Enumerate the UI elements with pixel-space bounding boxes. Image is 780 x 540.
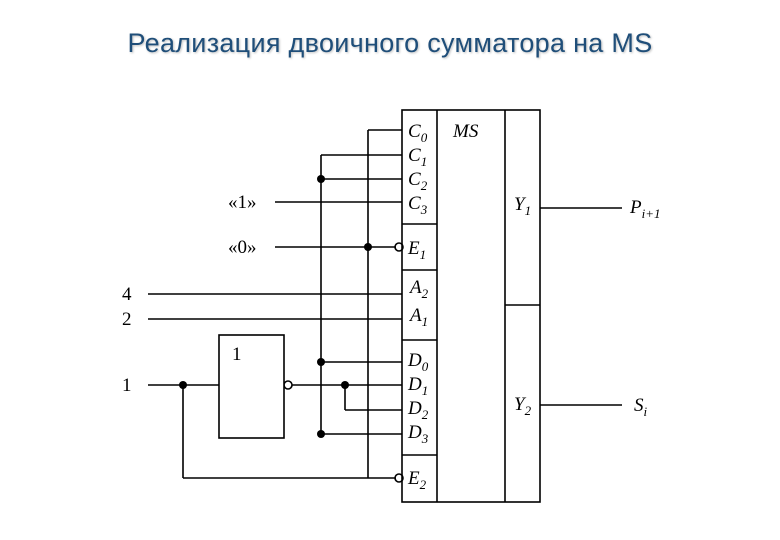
pin-d2: D2: [407, 398, 429, 422]
output-labels: Pi+1 Si: [629, 197, 661, 419]
pin-c2: C2: [408, 169, 428, 193]
input-2-label: 2: [122, 309, 132, 330]
junction-dots: [179, 175, 372, 438]
inverter-gate: 1: [218, 334, 285, 439]
multiplexer-chip: MS: [401, 109, 541, 503]
pin-labels: C0 C1 C2 C3 E1 A2 A1 D0 D1 D2 D3 E2 Y1 Y…: [407, 121, 532, 492]
pin-d0: D0: [407, 350, 429, 374]
pin-e2: E2: [407, 468, 427, 492]
pin-d1: D1: [407, 374, 428, 398]
inverter-output-bubble: [283, 380, 293, 390]
pin-c1: C1: [408, 145, 427, 169]
input-1-label: 1: [122, 375, 132, 396]
junction-dot: [317, 175, 325, 183]
e2-inversion-bubble: [394, 473, 404, 483]
junction-dot: [364, 243, 372, 251]
inverter-label: 1: [232, 344, 242, 365]
e1-inversion-bubble: [394, 242, 404, 252]
input-zero-constant: «0»: [228, 237, 257, 258]
pin-c3: C3: [408, 193, 428, 217]
pin-e1: E1: [407, 238, 426, 262]
wires: [148, 129, 622, 479]
junction-dot: [179, 381, 187, 389]
pin-y2: Y2: [514, 394, 532, 418]
pin-y1: Y1: [514, 194, 531, 218]
junction-dot: [317, 430, 325, 438]
input-labels: «1» «0» 4 2 1: [122, 192, 257, 396]
page-title: Реализация двоичного сумматора на MS: [127, 28, 653, 58]
input-one-constant: «1»: [228, 192, 257, 213]
pin-a2: A2: [408, 277, 429, 301]
junction-dot: [341, 381, 349, 389]
output-s-label: Si: [634, 395, 648, 419]
junction-dot: [317, 358, 325, 366]
pin-a1: A1: [408, 305, 428, 329]
output-p-label: Pi+1: [629, 197, 661, 221]
pin-d3: D3: [407, 422, 429, 446]
pin-c0: C0: [408, 121, 428, 145]
chip-name: MS: [452, 121, 479, 142]
input-4-label: 4: [122, 284, 132, 305]
